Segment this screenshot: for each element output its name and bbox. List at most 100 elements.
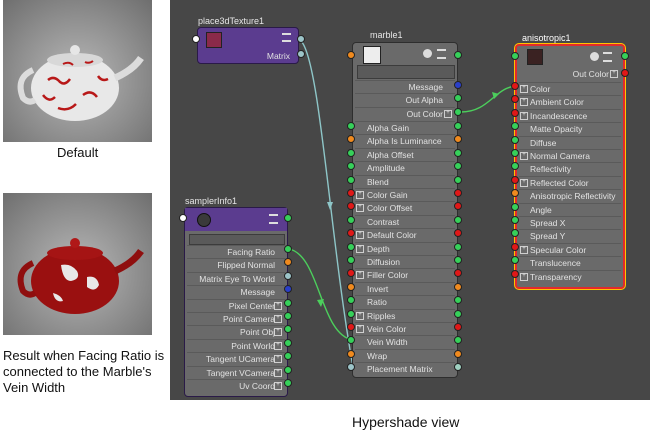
attr-input-port[interactable] bbox=[347, 336, 355, 345]
attr-output-port[interactable] bbox=[454, 269, 462, 278]
attr-row[interactable]: +Point Obj bbox=[187, 325, 285, 338]
attr-input-port[interactable] bbox=[511, 149, 519, 157]
attr-input-port[interactable] bbox=[511, 189, 519, 198]
attr-output-port[interactable] bbox=[454, 122, 462, 130]
attr-row[interactable]: +Pixel Center bbox=[187, 298, 285, 312]
attr-input-port[interactable] bbox=[347, 229, 355, 238]
attr-input-port[interactable] bbox=[347, 282, 355, 291]
attr-row[interactable]: Vein Width bbox=[355, 335, 455, 348]
attr-row[interactable]: Matrix Eye To World bbox=[187, 271, 285, 285]
attr-row[interactable]: Facing Ratio bbox=[187, 245, 285, 258]
attr-row[interactable]: Message bbox=[355, 80, 455, 93]
expand-icon[interactable]: + bbox=[274, 368, 282, 377]
attr-port[interactable] bbox=[284, 298, 292, 307]
attr-port[interactable] bbox=[284, 352, 292, 361]
attr-row[interactable]: Message bbox=[187, 285, 285, 298]
node-menu-icon[interactable] bbox=[437, 49, 446, 59]
attr-row[interactable]: Diffuse bbox=[519, 135, 621, 149]
expand-icon[interactable]: + bbox=[520, 98, 528, 107]
attr-input-port[interactable] bbox=[347, 256, 355, 264]
attr-input-port[interactable] bbox=[347, 122, 355, 130]
expand-icon[interactable]: + bbox=[520, 245, 528, 254]
attr-output-port[interactable] bbox=[621, 69, 629, 77]
attr-output-port[interactable] bbox=[454, 363, 462, 372]
attr-row[interactable]: Contrast bbox=[355, 214, 455, 228]
attr-port[interactable] bbox=[284, 325, 292, 334]
sampler-input-port[interactable] bbox=[179, 214, 187, 222]
attr-row[interactable]: Diffusion bbox=[355, 255, 455, 268]
attr-row[interactable]: Wrap bbox=[355, 348, 455, 362]
expand-icon[interactable]: + bbox=[274, 355, 282, 364]
marble-input-port[interactable] bbox=[347, 51, 355, 59]
attr-row[interactable]: +Normal Camera bbox=[519, 149, 621, 162]
expand-icon[interactable]: + bbox=[356, 231, 364, 240]
attr-input-port[interactable] bbox=[511, 135, 519, 144]
aniso-output-port[interactable] bbox=[621, 52, 629, 60]
aniso-input-port[interactable] bbox=[511, 52, 519, 60]
expand-icon[interactable]: + bbox=[274, 301, 282, 310]
attr-row[interactable]: +Tangent UCamera bbox=[187, 352, 285, 365]
attr-input-port[interactable] bbox=[347, 162, 355, 171]
attr-row[interactable]: Matte Opacity bbox=[519, 122, 621, 135]
attr-input-port[interactable] bbox=[347, 349, 355, 358]
attr-input-port[interactable] bbox=[511, 162, 519, 171]
attr-row[interactable]: +Uv Coord bbox=[187, 379, 285, 392]
expand-icon[interactable]: + bbox=[356, 311, 364, 320]
attr-row[interactable]: Out Alpha bbox=[355, 93, 455, 106]
attr-output-port[interactable] bbox=[454, 202, 462, 211]
attr-input-port[interactable] bbox=[511, 256, 519, 265]
attr-row[interactable]: +Depth bbox=[355, 241, 455, 255]
attr-output-port[interactable] bbox=[454, 148, 462, 157]
attr-output-port[interactable] bbox=[454, 242, 462, 251]
aniso-node[interactable]: +Out Color+Color+Ambient Color+Incandesc… bbox=[515, 44, 625, 289]
attr-row[interactable]: Angle bbox=[519, 202, 621, 216]
attr-input-port[interactable] bbox=[347, 242, 355, 251]
attr-output-port[interactable] bbox=[454, 215, 462, 224]
place3d-output-port[interactable] bbox=[297, 35, 305, 43]
sampler-filter-field[interactable] bbox=[189, 234, 285, 245]
attr-output-port[interactable] bbox=[454, 256, 462, 264]
attr-port[interactable] bbox=[284, 312, 292, 320]
attr-row[interactable]: +Point World bbox=[187, 338, 285, 352]
attr-row[interactable]: +Tangent VCamera bbox=[187, 365, 285, 379]
attr-port[interactable] bbox=[284, 365, 292, 374]
place3d-node[interactable]: Matrix bbox=[197, 27, 299, 64]
attr-output-port[interactable] bbox=[454, 135, 462, 144]
expand-icon[interactable]: + bbox=[520, 85, 528, 93]
expand-icon[interactable]: + bbox=[520, 152, 528, 160]
attr-input-port[interactable] bbox=[511, 122, 519, 131]
attr-row[interactable]: +Vein Color bbox=[355, 322, 455, 335]
attr-row[interactable]: Amplitude bbox=[355, 161, 455, 174]
attr-input-port[interactable] bbox=[347, 215, 355, 224]
expand-icon[interactable]: + bbox=[520, 111, 528, 120]
attr-input-port[interactable] bbox=[347, 296, 355, 305]
attr-row[interactable]: Alpha Is Luminance bbox=[355, 134, 455, 147]
attr-output-port[interactable] bbox=[454, 336, 462, 345]
attr-row[interactable]: Ratio bbox=[355, 295, 455, 308]
attr-output-port[interactable] bbox=[454, 349, 462, 358]
attr-output-port[interactable] bbox=[454, 296, 462, 305]
attr-input-port[interactable] bbox=[347, 363, 355, 372]
attr-row[interactable]: +Color Gain bbox=[355, 188, 455, 201]
attr-row[interactable]: Alpha Offset bbox=[355, 147, 455, 161]
attr-output-port[interactable] bbox=[454, 175, 462, 184]
place3d-input-port[interactable] bbox=[192, 35, 200, 43]
expand-icon[interactable]: + bbox=[274, 328, 282, 337]
attr-input-port[interactable] bbox=[347, 309, 355, 318]
expand-icon[interactable]: + bbox=[444, 109, 452, 118]
attr-input-port[interactable] bbox=[347, 269, 355, 278]
attr-row[interactable]: +Out Color bbox=[355, 106, 455, 120]
attr-row[interactable]: +Default Color bbox=[355, 228, 455, 241]
attr-row[interactable]: Invert bbox=[355, 281, 455, 295]
attr-row[interactable]: +Reflected Color bbox=[519, 175, 621, 189]
expand-icon[interactable]: + bbox=[356, 204, 364, 213]
attr-row[interactable]: +Ambient Color bbox=[519, 95, 621, 108]
attr-port[interactable] bbox=[284, 258, 292, 267]
expand-icon[interactable]: + bbox=[520, 272, 528, 281]
attr-output-port[interactable] bbox=[454, 162, 462, 171]
attr-row[interactable]: +Ripples bbox=[355, 308, 455, 322]
attr-output-port[interactable] bbox=[454, 282, 462, 291]
attr-output-port[interactable] bbox=[454, 189, 462, 197]
node-menu-icon[interactable] bbox=[269, 214, 278, 224]
